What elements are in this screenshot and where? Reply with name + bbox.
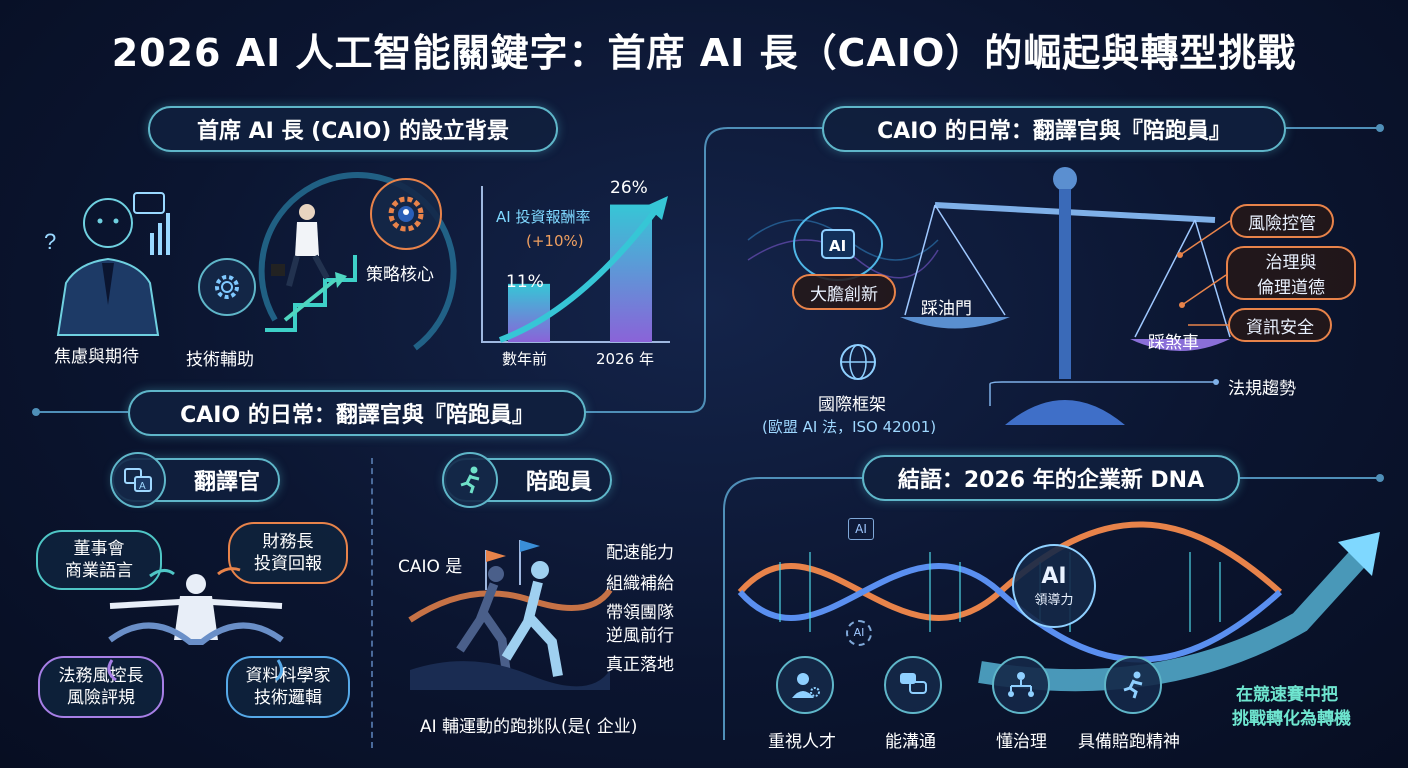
talent-icon: [776, 656, 834, 714]
chart-value-label-1: 26%: [610, 178, 648, 198]
governance-line-2: 倫理道德: [1257, 278, 1325, 298]
ai-core-text: AI: [1041, 564, 1067, 589]
closing-line-2: 挑戰轉化為轉機: [1232, 709, 1351, 729]
legal-line-2: 風險評規: [67, 688, 135, 708]
translator-hub-graphic: [107, 567, 284, 682]
pillar-0: 重視人才: [768, 732, 836, 752]
running-race-graphic: [408, 540, 613, 690]
runner-text: 陪跑員: [525, 470, 592, 495]
pillar-3: 具備賠跑精神: [1078, 732, 1180, 752]
pillar-2: 懂治理: [996, 732, 1047, 752]
legal-line-1: 法務風控長: [58, 665, 144, 686]
brake-label: 踩煞車: [1148, 333, 1199, 353]
cfo-line-2: 投資回報: [254, 554, 322, 574]
gas-pedal-label: 踩油門: [921, 299, 972, 319]
translator-text: 翻譯官: [193, 470, 260, 495]
governance-badge: 治理與 倫理道德: [1226, 246, 1356, 300]
info-security-badge: 資訊安全: [1228, 308, 1332, 342]
strategy-gear-icon: [370, 178, 442, 250]
chart-trend-arrow: [498, 208, 659, 343]
closing-line-1: 在競速賽中把: [1236, 685, 1338, 705]
ai-small-gear-icon: AI: [846, 620, 872, 646]
board-box: 董事會 商業語言: [36, 530, 162, 590]
section-heading-background-text: 首席 AI 長 (CAIO) 的設立背景: [196, 119, 510, 144]
page-title: 2026 AI 人工智能關鍵字：首席 AI 長（CAIO）的崛起與轉型挑戰: [111, 31, 1297, 75]
support-label: 技術輔助: [186, 350, 254, 370]
section-heading-daily-left-text: CAIO 的日常：翻譯官與『陪跑員』: [180, 403, 534, 428]
svg-text:A: A: [139, 481, 146, 492]
ai-leadership-core: AI 領導力: [1012, 544, 1096, 628]
section-heading-conclusion: 結語：2026 年的企業新 DNA: [862, 455, 1240, 501]
ds-line-2: 技術邏輯: [254, 688, 322, 708]
chart-category-1: 2026 年: [596, 350, 654, 368]
ai-leadership-text: 領導力: [1034, 593, 1074, 608]
pillar-1: 能溝通: [885, 732, 936, 752]
regulation-line: [989, 379, 1219, 406]
ai-chip-label: AI: [829, 237, 847, 255]
cfo-box: 財務長 投資回報: [228, 522, 348, 584]
communication-icon: [884, 656, 942, 714]
chart-delta: (+10%): [526, 232, 584, 250]
caio-is-label: CAIO 是: [398, 557, 463, 577]
ds-line-1: 資料科學家: [245, 665, 331, 686]
chart-axis: [481, 186, 670, 343]
section-divider: [371, 458, 373, 748]
bold-innovation-badge: 大膽創新: [792, 274, 896, 310]
runner-skill-1: 組織補給: [606, 574, 674, 594]
scale-connector-lines: [1177, 220, 1231, 326]
runner-skill-2: 帶領團隊: [606, 603, 674, 623]
risk-control-badge: 風險控管: [1230, 204, 1334, 238]
chart-value-label-0: 11%: [506, 272, 544, 292]
anxiety-label: 焦慮與期待: [54, 347, 139, 367]
governance-icon: [992, 656, 1050, 714]
governance-line-1: 治理與: [1265, 253, 1317, 273]
chart-title: AI 投資報酬率: [496, 208, 591, 226]
info-security-text: 資訊安全: [1246, 317, 1314, 338]
legal-box: 法務風控長 風險評規: [38, 656, 164, 718]
data-scientist-box: 資料科學家 技術邏輯: [226, 656, 350, 718]
section-heading-daily-right: CAIO 的日常：翻譯官與『陪跑員』: [822, 106, 1286, 152]
runner-skill-4: 真正落地: [606, 655, 674, 675]
running-person-icon: [442, 452, 498, 508]
strategy-label: 策略核心: [366, 265, 434, 285]
risk-control-text: 風險控管: [1248, 213, 1316, 234]
chart-trend-arrowhead: [646, 196, 668, 220]
runner-skill-3: 逆風前行: [606, 626, 674, 646]
anxious-executive-icon: ?: [44, 192, 170, 336]
runner-spirit-icon: [1104, 656, 1162, 714]
bold-innovation-text: 大膽創新: [810, 284, 878, 305]
strategy-stairs-graphic: [258, 172, 457, 351]
runner-caption: AI 輔運動的跑挑队(是( 企业): [420, 717, 638, 737]
cfo-line-1: 財務長: [262, 531, 314, 552]
board-line-2: 商業語言: [65, 561, 133, 581]
intl-framework-label: 國際框架: [818, 395, 886, 415]
globe-icon: [840, 344, 876, 380]
section-heading-conclusion-text: 結語：2026 年的企業新 DNA: [897, 468, 1205, 493]
section-heading-background: 首席 AI 長 (CAIO) 的設立背景: [148, 106, 558, 152]
roi-chart: [481, 186, 670, 343]
runner-skill-0: 配速能力: [606, 543, 674, 563]
svg-text:?: ?: [44, 229, 56, 254]
translate-icon: A: [110, 452, 166, 508]
section-heading-daily-right-text: CAIO 的日常：翻譯官與『陪跑員』: [877, 119, 1231, 144]
gear-icon: [198, 258, 256, 316]
section-heading-daily-left: CAIO 的日常：翻譯官與『陪跑員』: [128, 390, 586, 436]
board-line-1: 董事會: [73, 538, 125, 559]
chart-category-0: 數年前: [502, 350, 548, 368]
intl-framework-detail: (歐盟 AI 法，ISO 42001): [762, 418, 937, 436]
ai-badge-icon: AI: [848, 518, 874, 540]
balance-scale-icon: [900, 167, 1231, 425]
regulation-trend-label: 法規趨勢: [1228, 379, 1296, 399]
